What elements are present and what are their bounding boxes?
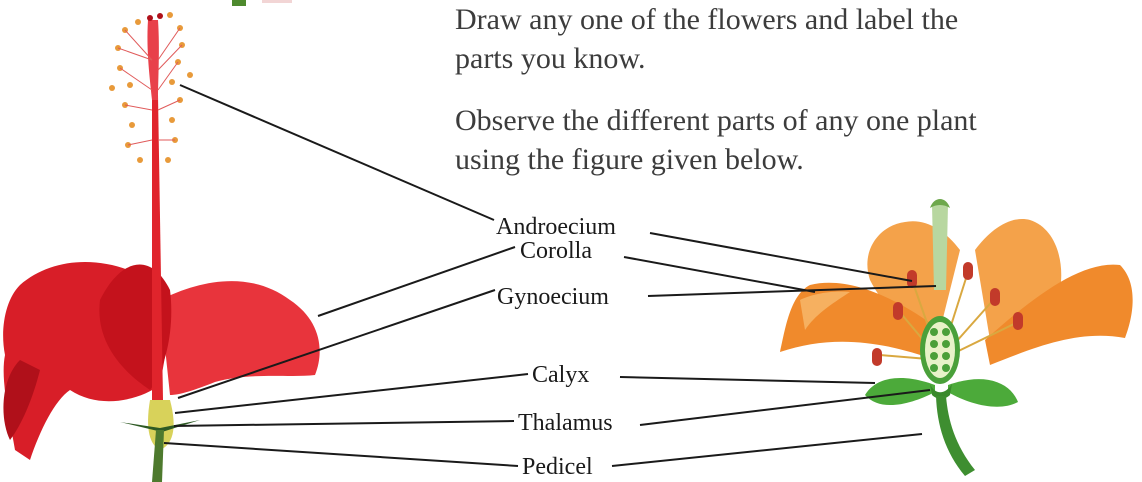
- leader-line-corolla-right: [624, 257, 815, 292]
- stigma: [147, 15, 153, 21]
- leaf-fragment: [232, 0, 246, 6]
- leader-lines: [164, 85, 936, 466]
- lily-sepal-right: [948, 379, 1018, 407]
- staminal-column: [152, 95, 163, 400]
- leader-line-pedicel-left: [164, 443, 518, 466]
- leader-line-calyx-right: [620, 377, 875, 383]
- lily-flower: [780, 199, 1133, 476]
- leader-line-thalamus-left: [174, 421, 514, 426]
- lily-pedicel: [936, 396, 975, 476]
- leader-line-pedicel-right: [612, 434, 922, 466]
- label-androecium: Androecium: [496, 214, 616, 241]
- label-pedicel: Pedicel: [522, 454, 593, 481]
- leader-line-androecium-left: [180, 85, 494, 220]
- label-thalamus: Thalamus: [518, 410, 613, 437]
- leader-line-calyx-left: [175, 374, 528, 413]
- petal-fragment: [262, 0, 292, 3]
- label-corolla: Corolla: [520, 238, 592, 265]
- lily-style: [932, 201, 948, 290]
- hibiscus-flower: [3, 0, 320, 482]
- leader-line-corolla-left: [318, 247, 515, 316]
- label-gynoecium: Gynoecium: [497, 284, 609, 311]
- leader-line-thalamus-right: [640, 390, 930, 425]
- label-calyx: Calyx: [532, 362, 589, 389]
